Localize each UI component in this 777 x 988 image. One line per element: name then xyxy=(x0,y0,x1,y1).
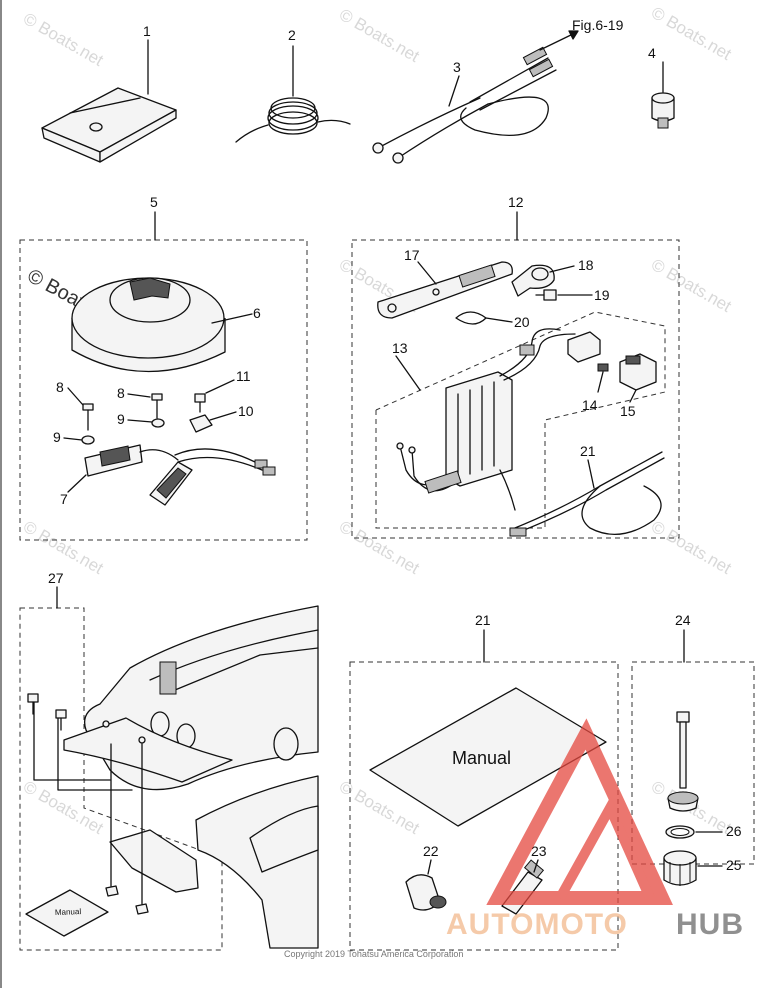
callout-4: 4 xyxy=(648,45,656,61)
group-box-12 xyxy=(351,239,680,539)
callout-19: 20 xyxy=(514,314,530,330)
callout-21: 21 xyxy=(475,612,491,628)
group-box-27 xyxy=(19,607,223,951)
callout-16: 17 xyxy=(404,247,420,263)
callout-20: 21 xyxy=(580,443,596,459)
callout-18: 19 xyxy=(594,287,610,303)
watermark: © Boats.net xyxy=(648,255,735,316)
part-9-washers xyxy=(81,418,165,445)
copyright-text: Copyright 2019 Tohatsu America Corporati… xyxy=(284,949,463,959)
callout-15: 15 xyxy=(620,403,636,419)
part-11-bolt xyxy=(194,379,235,413)
callout-25: 25 xyxy=(726,857,742,873)
callout-10: 10 xyxy=(238,403,254,419)
part-27-bolts xyxy=(27,693,149,915)
callout-17: 18 xyxy=(578,257,594,273)
watermark: © Boats.net xyxy=(20,9,107,70)
callout-24: 24 xyxy=(675,612,691,628)
part-18-bolt xyxy=(535,289,593,301)
logo-text-automoto: AUTOMOTO xyxy=(446,908,628,941)
callout-2: 2 xyxy=(288,27,296,43)
watermark: © Boats.net xyxy=(336,517,423,578)
callout-12: 12 xyxy=(508,194,524,210)
callout-6: 6 xyxy=(253,305,261,321)
part-17-clamp xyxy=(511,264,575,297)
group-box-5 xyxy=(19,239,308,541)
callout-23: 23 xyxy=(531,843,547,859)
callout-5: 5 xyxy=(150,194,158,210)
callout-1: 1 xyxy=(143,23,151,39)
watermark: © Boats.net xyxy=(648,3,735,64)
part-20-wire xyxy=(509,451,665,537)
manual-label: Manual xyxy=(452,748,511,768)
watermark: © Boats.net xyxy=(20,517,107,578)
part-22-plug xyxy=(405,859,447,911)
part-14-15-connectors xyxy=(567,331,657,403)
part-19-clip xyxy=(455,311,513,325)
part-8-screws xyxy=(82,393,163,431)
part-6-flywheel xyxy=(71,277,253,373)
part-24-hose-fitting xyxy=(663,711,723,886)
callout-27: 27 xyxy=(48,570,64,586)
part-16-bracket xyxy=(377,261,513,319)
callout-8: 8 xyxy=(56,379,64,395)
callout-11: 11 xyxy=(236,368,251,384)
part-4-spacer xyxy=(651,61,675,129)
watermark: © Boats.net xyxy=(336,5,423,66)
callout-9b: 9 xyxy=(117,411,125,427)
callout-22: 22 xyxy=(423,843,439,859)
callout-14: 14 xyxy=(582,397,598,413)
logo-text-hub: HUB xyxy=(676,908,744,941)
group-box-13 xyxy=(375,311,666,529)
callout-26: 26 xyxy=(726,823,742,839)
part-3-wire-harness xyxy=(372,30,579,164)
callout-7: 7 xyxy=(60,491,68,507)
part-27-manual-sheet: Manual xyxy=(25,889,109,937)
part-2-coiled-wire xyxy=(235,45,351,143)
watermark: © Boats.net xyxy=(648,517,735,578)
callout-3: 3 xyxy=(453,59,461,75)
part-7-coil-assembly xyxy=(67,444,276,506)
callout-9: 9 xyxy=(53,429,61,445)
watermark: © Boats.net xyxy=(20,777,107,838)
figure-reference: Fig.6-19 xyxy=(572,17,624,33)
part-27-engine-cover xyxy=(33,605,319,949)
part-10-clamp xyxy=(189,411,237,433)
group-box-21 xyxy=(349,661,619,951)
manual-small-label: Manual xyxy=(55,907,82,917)
callout-13: 13 xyxy=(392,340,408,356)
part-1-tool-bag xyxy=(41,39,177,163)
part-21-manual: Manual xyxy=(369,687,607,827)
callout-8b: 8 xyxy=(117,385,125,401)
part-13-rectifier xyxy=(395,328,576,511)
automotohub-logo: AUTOMOTO HUB xyxy=(446,718,744,941)
